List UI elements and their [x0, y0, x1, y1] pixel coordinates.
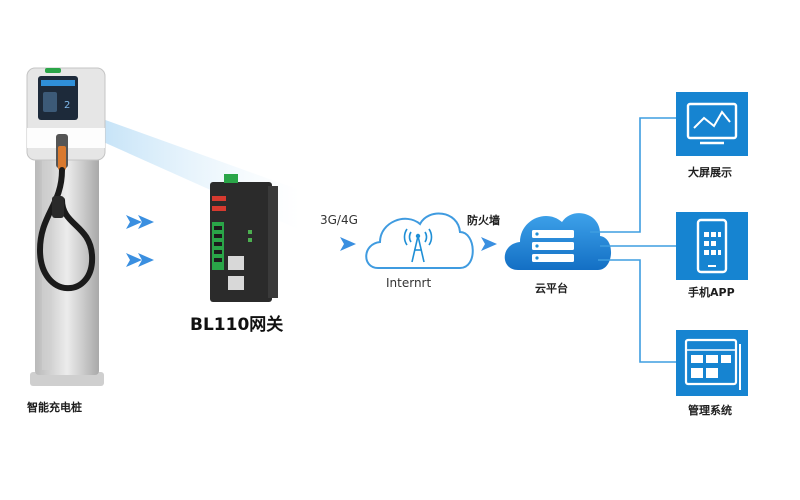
cloud-platform-icon — [504, 213, 612, 270]
arrow-icon — [481, 237, 497, 251]
internet-cloud-icon — [365, 212, 474, 269]
cloud-platform-label: 云平台 — [535, 281, 568, 295]
endpoint-mobile-app — [676, 212, 748, 280]
firewall-label: 防火墙 — [467, 213, 500, 227]
gateway-label: BL110网关 — [190, 314, 283, 335]
gateway-device-illustration — [210, 174, 278, 302]
endpoint-label-big-screen: 大屏展示 — [688, 165, 732, 179]
charger-label: 智能充电桩 — [27, 400, 82, 414]
arrow-icon — [126, 253, 154, 267]
endpoint-big-screen — [676, 92, 748, 156]
endpoint-management-system — [676, 330, 748, 396]
arrow-icon — [126, 215, 154, 229]
network-label: 3G/4G — [320, 213, 358, 227]
endpoint-label-management-system: 管理系统 — [688, 403, 732, 417]
internet-label: Internrt — [386, 276, 431, 290]
svg-text:2: 2 — [64, 100, 70, 111]
endpoint-label-mobile-app: 手机APP — [688, 285, 735, 299]
arrow-icon — [340, 237, 356, 251]
connector-lines — [590, 117, 676, 363]
